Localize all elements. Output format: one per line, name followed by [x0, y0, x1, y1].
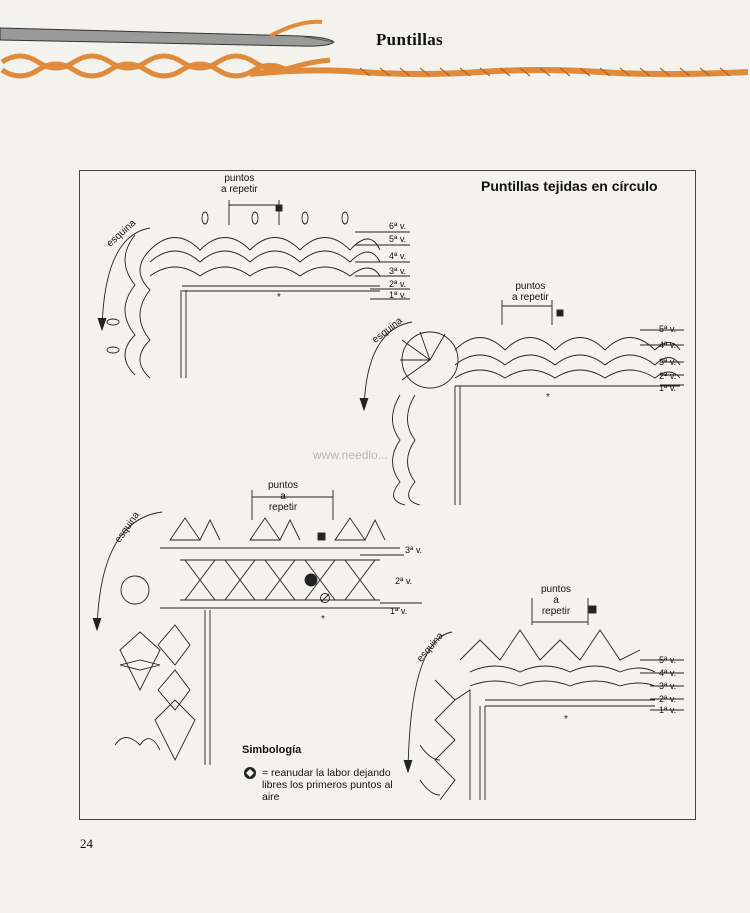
- frame-title: Puntillas tejidas en círculo: [481, 178, 658, 194]
- d4-row-5: 5ª v.: [659, 655, 677, 665]
- d1-row-2: 2ª v.: [389, 279, 407, 289]
- d4-row-3: 3ª v.: [659, 681, 677, 691]
- svg-text:*: *: [564, 714, 568, 725]
- d1-row-4: 4ª v.: [389, 251, 407, 261]
- d2-repeat-label: puntos a repetir: [512, 281, 549, 303]
- d4-repeat-label: puntos a repetir: [541, 584, 572, 617]
- legend-text: = reanudar la labor dejando libres los p…: [262, 767, 393, 803]
- d2-row-4: 4ª v.: [659, 340, 677, 350]
- d4-row-4: 4ª v.: [659, 668, 677, 678]
- svg-text:*: *: [277, 292, 281, 303]
- watermark: www.needlo...: [313, 448, 388, 462]
- crochet-hook-icon: [0, 27, 335, 47]
- diagram-frame: [79, 170, 696, 820]
- d1-row-1: 1ª v.: [389, 290, 407, 300]
- yarn-chain-icon: [0, 19, 749, 79]
- page-number: 24: [80, 836, 93, 851]
- d4-row-1: 1ª v.: [659, 705, 677, 715]
- diagram-4: *: [403, 598, 684, 801]
- d1-repeat-label: puntos a repetir: [221, 173, 258, 195]
- d2-row-2: 2ª v.: [659, 371, 677, 381]
- diagram-2: *: [359, 300, 684, 506]
- d3-row-2: 2ª v.: [395, 576, 413, 586]
- reanudar-symbol-icon: [244, 767, 256, 779]
- diagram-3: *: [92, 490, 422, 765]
- d1-row-6: 6ª v.: [389, 221, 407, 231]
- svg-text:*: *: [321, 614, 325, 625]
- svg-text:*: *: [546, 392, 550, 403]
- d3-row-3: 3ª v.: [405, 545, 423, 555]
- d4-row-2: 2ª v.: [659, 694, 677, 704]
- d2-row-5: 5ª v.: [659, 324, 677, 334]
- d2-row-1: 1ª v.: [659, 383, 677, 393]
- legend-title: Simbología: [242, 744, 302, 756]
- d1-row-5: 5ª v.: [389, 234, 407, 244]
- d1-row-3: 3ª v.: [389, 266, 407, 276]
- page-header-title: Puntillas: [376, 30, 443, 49]
- d3-row-1: 1ª v.: [390, 606, 408, 616]
- diagram-1: *: [97, 200, 410, 379]
- d3-repeat-label: puntos a repetir: [268, 480, 299, 513]
- d2-row-3: 3ª v.: [659, 357, 677, 367]
